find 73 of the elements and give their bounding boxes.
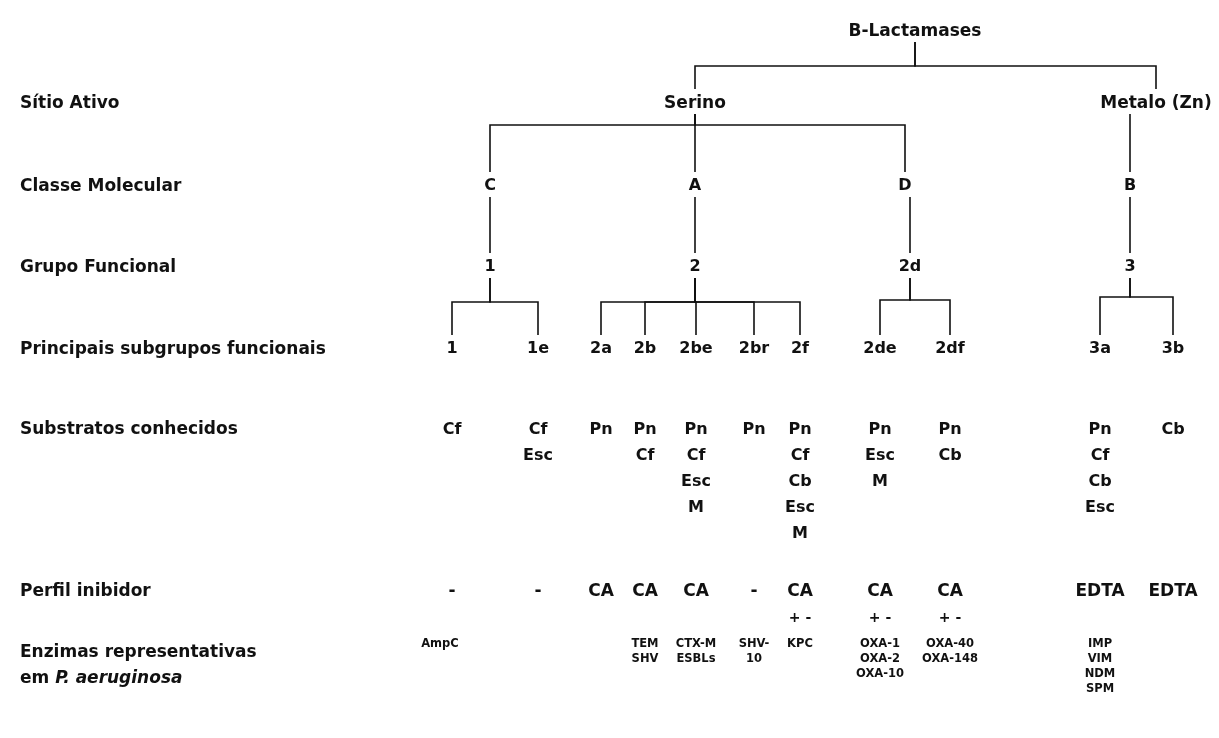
- table-cell-text: Pn Esc M: [865, 418, 895, 492]
- table-cell: CTX-M ESBLs: [675, 636, 717, 666]
- table-cell: + -: [868, 609, 892, 625]
- tree-node-label: B-Lactamases: [846, 20, 984, 40]
- table-cell-text: Pn: [589, 418, 613, 440]
- table-cell: EDTA: [1075, 580, 1125, 600]
- tree-node-label: Serino: [662, 92, 728, 112]
- table-cell-text: Cb: [1161, 418, 1185, 440]
- tree-connector: [489, 277, 539, 336]
- row-header: Grupo Funcional: [20, 256, 177, 276]
- tree-node-label: 2d: [896, 256, 924, 276]
- row-header: Perfil inibidor: [20, 580, 151, 600]
- table-cell-text: Pn Cf Esc M: [681, 418, 711, 518]
- row-header: Principais subgrupos funcionais: [20, 338, 326, 358]
- tree-node-label: 1e: [525, 338, 551, 358]
- tree-node-label: 1: [444, 338, 460, 358]
- tree-node-label: D: [896, 175, 914, 195]
- table-cell-text: Pn Cf: [633, 418, 657, 466]
- tree-node-label: 2f: [788, 338, 812, 358]
- tree-node-label: 1: [482, 256, 498, 276]
- tree-connector: [1129, 113, 1131, 173]
- table-cell-text: Pn Cf Cb Esc M: [785, 418, 815, 544]
- tree-node-label: 2: [687, 256, 703, 276]
- table-cell: SHV- 10: [738, 636, 770, 666]
- tree-node-label: 2df: [933, 338, 967, 358]
- row-header: Substratos conhecidos: [20, 418, 238, 438]
- table-cell: CA: [867, 580, 893, 600]
- tree-connector: [1129, 277, 1174, 336]
- tree-node-label: 2b: [631, 338, 659, 358]
- table-cell-text: Pn Cb: [938, 418, 962, 466]
- tree-node-label: B: [1121, 175, 1139, 195]
- table-cell: -: [534, 580, 542, 600]
- table-cell: CA: [588, 580, 614, 600]
- row-header: Enzimas representativas em P. aeruginosa: [20, 640, 258, 689]
- tree-connector: [694, 277, 801, 336]
- tree-node-label: 3: [1122, 256, 1138, 276]
- table-cell: -: [448, 580, 456, 600]
- table-cell-text: Pn Cf Cb Esc: [1085, 418, 1115, 518]
- table-cell: OXA-40 OXA-148: [922, 636, 978, 666]
- tree-connector: [909, 196, 911, 254]
- tree-connector: [489, 196, 491, 254]
- tree-node-label: C: [482, 175, 498, 195]
- table-cell: KPC: [787, 636, 813, 651]
- table-cell: + -: [938, 609, 962, 625]
- table-cell: IMP VIM NDM SPM: [1084, 636, 1116, 696]
- tree-connector: [914, 41, 1157, 90]
- tree-connector: [694, 196, 696, 254]
- table-cell-text: Cf Esc: [523, 418, 553, 466]
- tree-connector: [909, 277, 951, 336]
- tree-node-label: 2br: [736, 338, 772, 358]
- table-cell: + -: [788, 609, 812, 625]
- row-header: Classe Molecular: [20, 175, 182, 195]
- table-cell-text: Cf: [442, 418, 462, 440]
- tree-node-label: A: [686, 175, 704, 195]
- row-header: Sítio Ativo: [20, 92, 120, 112]
- tree-node-label: 2be: [677, 338, 715, 358]
- tree-connector: [694, 113, 906, 173]
- table-cell: AmpC: [421, 636, 459, 651]
- table-cell: EDTA: [1148, 580, 1198, 600]
- tree-connector: [1129, 196, 1131, 254]
- table-cell: CA: [632, 580, 658, 600]
- table-cell: TEM SHV: [631, 636, 659, 666]
- tree-node-label: 2a: [588, 338, 614, 358]
- tree-node-label: 3a: [1087, 338, 1113, 358]
- table-cell-text: Pn: [742, 418, 766, 440]
- tree-node-label: 2de: [861, 338, 899, 358]
- tree-node-label: 3b: [1159, 338, 1187, 358]
- table-cell: CA: [787, 580, 813, 600]
- table-cell: OXA-1 OXA-2 OXA-10: [856, 636, 904, 681]
- tree-node-label: Metalo (Zn): [1098, 92, 1214, 112]
- table-cell: CA: [683, 580, 709, 600]
- table-cell: CA: [937, 580, 963, 600]
- table-cell: -: [750, 580, 758, 600]
